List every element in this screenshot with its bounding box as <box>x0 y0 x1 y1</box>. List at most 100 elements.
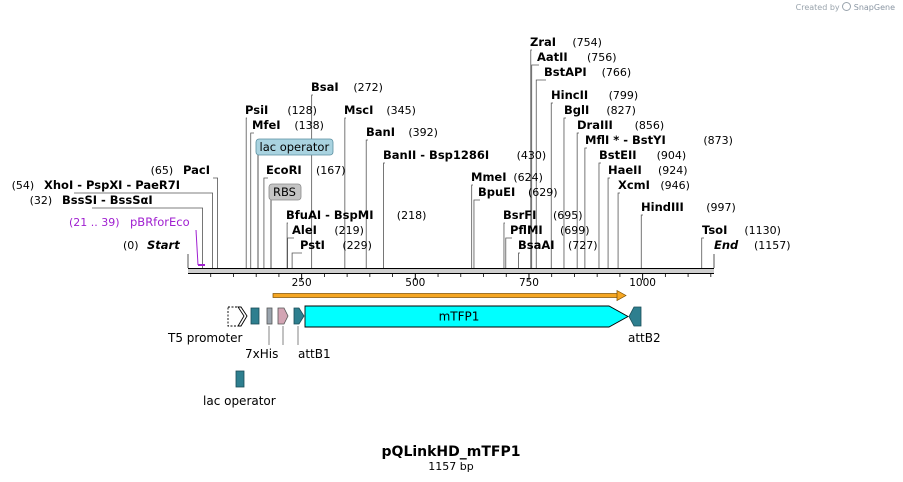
enzyme-cut-line <box>383 162 385 268</box>
enzyme-site-bfuai-bspmi[interactable]: BfuAI - BspMI (218) <box>286 208 426 222</box>
enzyme-site-hindiii[interactable]: HindIII(997) <box>641 200 736 214</box>
enzyme-cut-line <box>550 102 553 268</box>
attb1-feature[interactable]: attB1 <box>293 307 331 361</box>
enzyme-name: BpuEI <box>478 185 515 199</box>
enzyme-cut-line <box>576 132 579 268</box>
enzyme-name: AleI <box>292 223 317 237</box>
enzyme-site-haeii[interactable]: HaeII(924) <box>608 163 688 177</box>
enzyme-position: (128) <box>287 104 317 117</box>
enzyme-site-zrai[interactable]: ZraI(754) <box>530 35 602 49</box>
enzyme-site-tsoi[interactable]: TsoI(1130) <box>702 223 781 237</box>
lac-operator-box[interactable]: lac operator <box>255 138 334 268</box>
end-marker: End (1157) <box>713 238 791 268</box>
enzyme-name: TsoI <box>702 223 727 237</box>
enzyme-cut-line <box>518 252 520 268</box>
enzyme-position: (430) <box>517 149 547 162</box>
enzyme-site-pflmi[interactable]: PflMI (699) <box>510 223 590 237</box>
enzyme-position: (699) <box>560 224 590 237</box>
enzyme-cut-line <box>471 184 473 268</box>
dna-backbone <box>188 268 714 274</box>
t5-promoter-feature[interactable]: T5 promoter <box>167 306 248 345</box>
enzyme-site-mmei[interactable]: MmeI(624) <box>471 170 543 184</box>
credit-prefix: Created by <box>795 3 840 12</box>
enzyme-site-paci[interactable]: PacI(65) <box>151 163 210 177</box>
enzyme-site-banii-bsp1286i[interactable]: BanII - Bsp1286I(430) <box>383 148 546 162</box>
enzyme-position: (873) <box>703 134 733 147</box>
enzyme-name: BfuAI - BspMI <box>286 208 373 222</box>
enzyme-site-bsrfi[interactable]: BsrFI (695) <box>503 208 583 222</box>
primer-pbrforeco[interactable]: (21 .. 39) pBRforEco <box>69 215 205 266</box>
enzyme-cut-line <box>92 207 203 268</box>
his-tag-label: 7xHis <box>245 347 278 361</box>
enzyme-name: XcmI <box>618 178 650 192</box>
lac-operator-feature-label: lac operator <box>203 394 276 408</box>
start-position: (0) <box>123 239 139 252</box>
enzyme-position: (629) <box>528 186 558 199</box>
enzyme-name: PsiI <box>245 103 268 117</box>
enzyme-cut-line <box>531 64 539 268</box>
enzyme-name: AatII <box>537 50 568 64</box>
enzyme-cut-line <box>213 177 218 268</box>
enzyme-site-bsaai[interactable]: BsaAI(727) <box>518 238 598 252</box>
rbs-feature[interactable] <box>277 307 289 345</box>
enzyme-site-aatii[interactable]: AatII (756) <box>537 50 617 64</box>
enzyme-cut-line <box>74 192 213 268</box>
enzyme-site-mfli-bstyi[interactable]: MflI * - BstYI(873) <box>585 133 733 147</box>
enzyme-site-psti[interactable]: PstI(229) <box>300 238 372 252</box>
enzyme-site-ecori[interactable]: EcoRI(167) <box>266 163 346 177</box>
lac-operator-label: lac operator <box>260 140 330 154</box>
enzyme-site-mfei[interactable]: MfeI(138) <box>252 118 324 132</box>
enzyme-site-xcmi[interactable]: XcmI(946) <box>618 178 690 192</box>
lac-operator-feature[interactable] <box>250 307 260 325</box>
enzyme-position: (624) <box>513 171 543 184</box>
enzyme-site-draiii[interactable]: DraIII(856) <box>577 118 664 132</box>
enzyme-name: BsrFI <box>503 208 536 222</box>
enzyme-position: (924) <box>658 164 688 177</box>
enzyme-position: (345) <box>386 104 416 117</box>
enzyme-cut-line <box>701 237 704 268</box>
enzyme-site-bsteii[interactable]: BstEII(904) <box>599 148 686 162</box>
mtfp1-feature[interactable]: mTFP1 <box>304 305 629 328</box>
enzyme-cut-line <box>311 94 313 268</box>
enzyme-site-alei[interactable]: AleI(219) <box>292 223 364 237</box>
rbs-box[interactable]: RBS <box>268 183 302 268</box>
enzyme-site-bgli[interactable]: BglI(827) <box>564 103 636 117</box>
enzyme-site-xhoi-pspxi-paer7i[interactable]: XhoI - PspXI - PaeR7I(54) <box>12 178 180 192</box>
enzyme-site-hincii[interactable]: HincII(799) <box>551 88 638 102</box>
enzyme-site-bpuei[interactable]: BpuEI (629) <box>478 185 558 199</box>
enzyme-cut-line <box>617 192 620 268</box>
enzyme-site-bani[interactable]: BanI(392) <box>366 125 438 139</box>
enzyme-position: (218) <box>397 209 427 222</box>
enzyme-name: HindIII <box>641 200 684 214</box>
enzyme-position: (756) <box>587 51 617 64</box>
enzyme-site-bsai[interactable]: BsaI(272) <box>311 80 383 94</box>
attb2-label: attB2 <box>628 331 661 345</box>
enzyme-position: (272) <box>353 81 383 94</box>
enzyme-position: (799) <box>609 89 639 102</box>
enzyme-name: EcoRI <box>266 163 302 177</box>
enzyme-cut-line <box>291 252 302 268</box>
t5-promoter-label: T5 promoter <box>167 331 243 345</box>
enzyme-position: (766) <box>602 66 632 79</box>
enzyme-site-msci[interactable]: MscI(345) <box>344 103 416 117</box>
ruler-tick-label: 750 <box>519 277 539 289</box>
enzyme-cut-line <box>263 177 268 268</box>
enzyme-cut-line <box>473 199 480 268</box>
enzyme-cut-line <box>344 117 346 268</box>
attb2-feature[interactable]: attB2 <box>628 306 661 345</box>
his-tag-feature[interactable]: 7xHis <box>245 307 278 361</box>
orf-arrow[interactable] <box>272 289 627 302</box>
lac-operator-feature-2[interactable]: lac operator <box>203 370 276 408</box>
enzyme-site-bsssi-bsss-i[interactable]: BssSI - BssSαI(32) <box>30 193 153 207</box>
enzyme-name: MfeI <box>252 118 281 132</box>
enzyme-site-bstapi[interactable]: BstAPI(766) <box>544 65 631 79</box>
enzyme-site-psii[interactable]: PsiI (128) <box>245 103 317 117</box>
enzyme-name: ZraI <box>530 35 556 49</box>
enzyme-position: (695) <box>553 209 583 222</box>
enzyme-name: PacI <box>183 163 210 177</box>
enzyme-name: PflMI <box>510 223 543 237</box>
enzyme-cut-line <box>607 177 610 268</box>
enzyme-cut-line <box>530 49 532 268</box>
ruler-tick-label: 250 <box>292 277 312 289</box>
